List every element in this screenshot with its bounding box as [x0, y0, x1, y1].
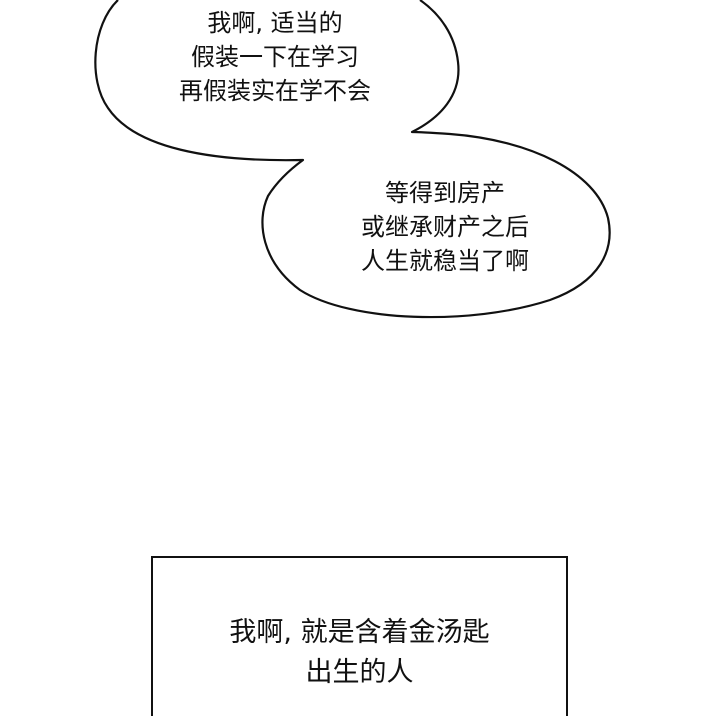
speech-bubble-2-text: 等得到房产 或继承财产之后 人生就稳当了啊 [320, 176, 570, 278]
bubble-1-line-2: 假装一下在学习 [191, 43, 359, 71]
bubble-2-line-3: 人生就稳当了啊 [361, 247, 529, 275]
bubble-1-line-3: 再假装实在学不会 [179, 77, 371, 105]
narration-caption-box: 我啊, 就是含着金汤匙 出生的人 [151, 556, 568, 716]
bubble-2-line-2: 或继承财产之后 [361, 213, 529, 241]
caption-line-1: 我啊, 就是含着金汤匙 [229, 617, 490, 648]
speech-bubble-1-text: 我啊, 适当的 假装一下在学习 再假装实在学不会 [150, 6, 400, 108]
narration-caption-text: 我啊, 就是含着金汤匙 出生的人 [153, 613, 566, 693]
bubble-1-line-1: 我啊, 适当的 [207, 9, 343, 37]
bubble-2-line-1: 等得到房产 [385, 179, 505, 207]
speech-bubbles-outline [94, 0, 611, 319]
speech-bubble-1-outline [94, 0, 611, 319]
caption-line-2: 出生的人 [305, 657, 414, 688]
